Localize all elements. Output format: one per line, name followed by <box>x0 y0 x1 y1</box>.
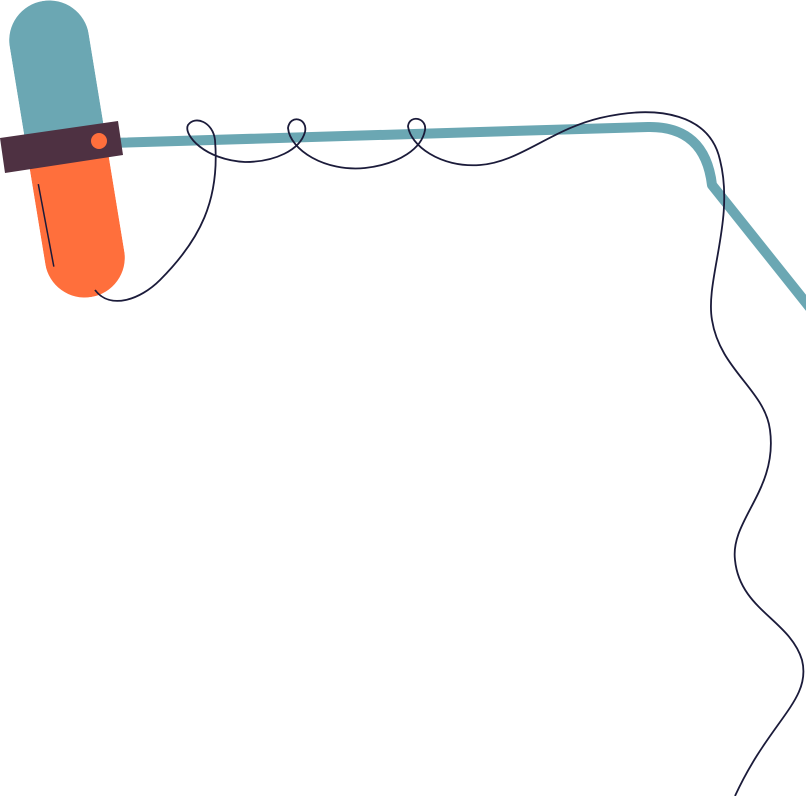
microphone-highlight-line <box>37 183 55 267</box>
microphone-band <box>0 121 123 173</box>
boom-arm <box>109 121 806 311</box>
microphone-indicator-dot <box>91 133 107 149</box>
microphone-cable <box>94 111 805 796</box>
microphone <box>3 0 131 304</box>
microphone-top <box>3 0 107 156</box>
